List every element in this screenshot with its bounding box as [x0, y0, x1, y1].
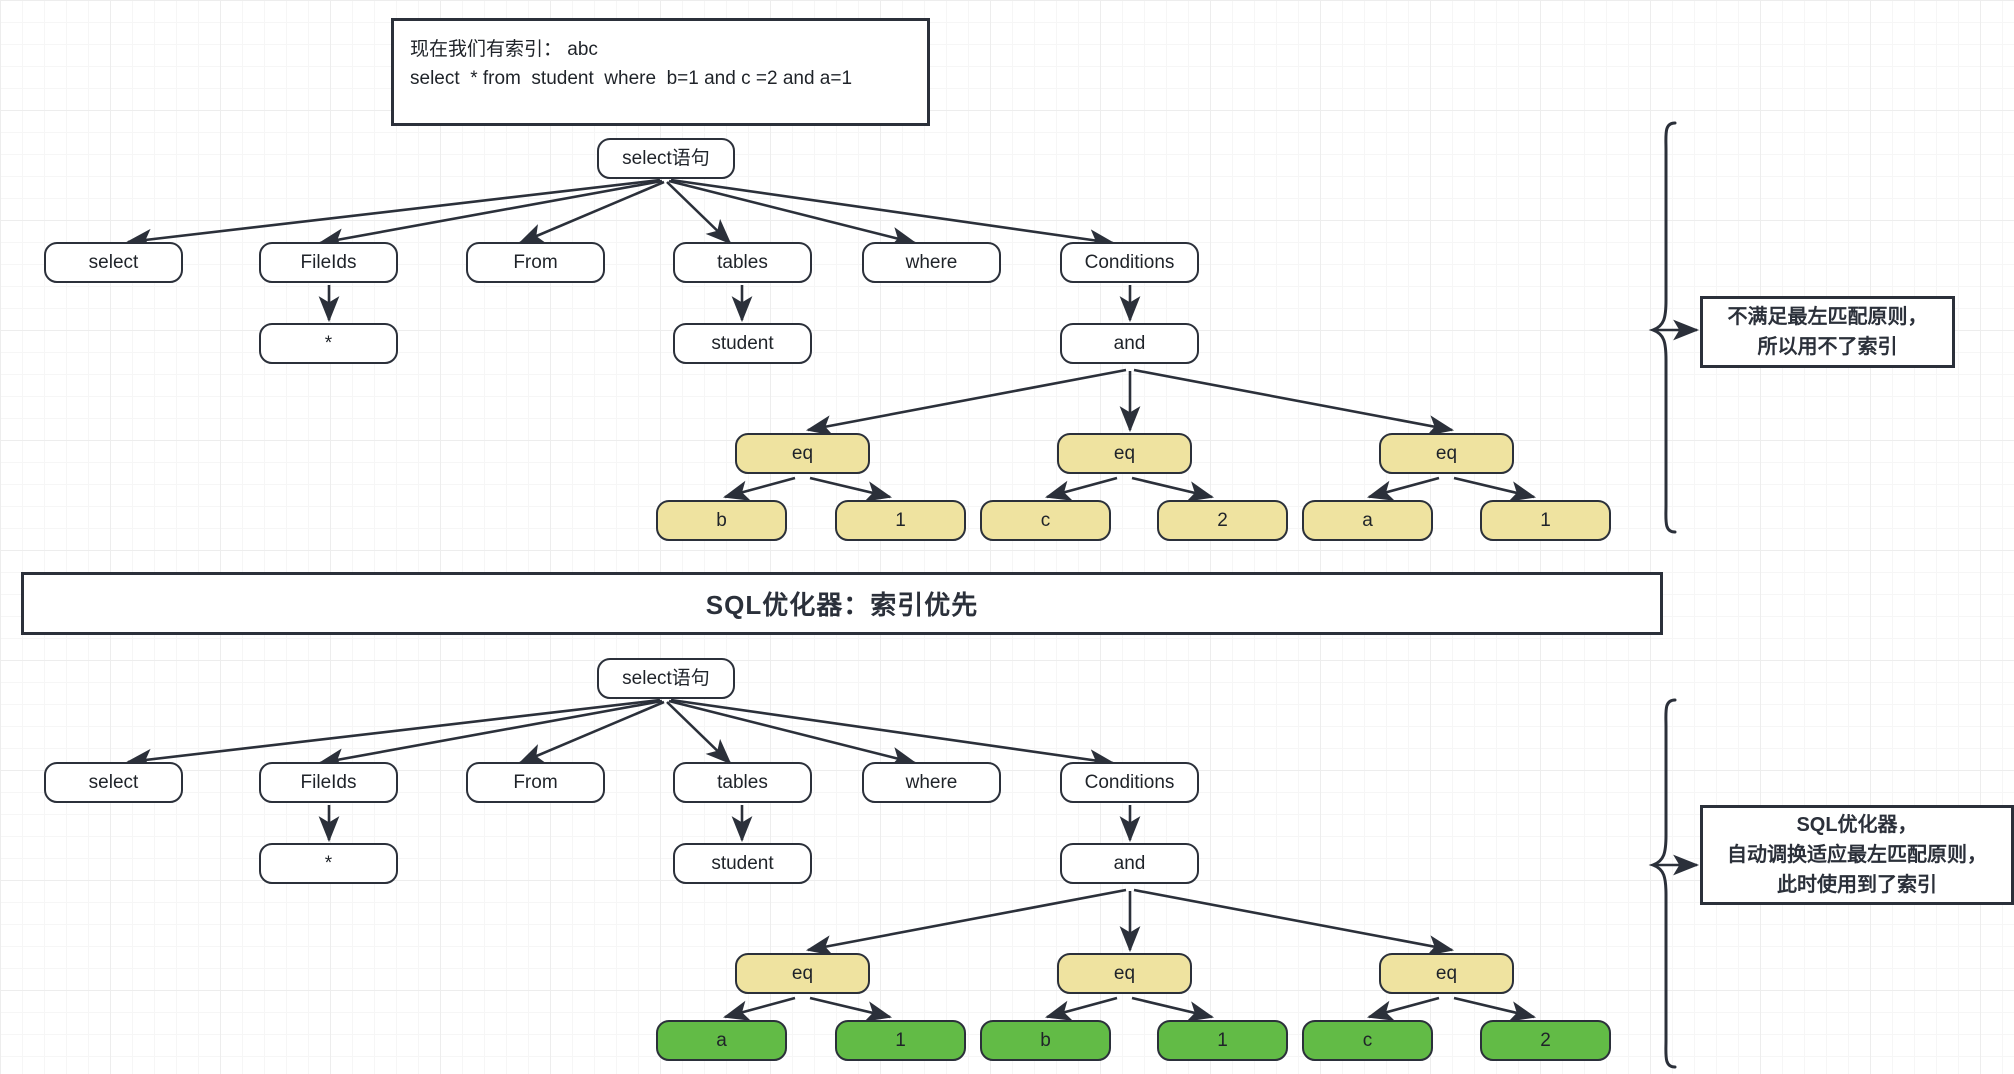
top-node-and[interactable]: and: [1060, 323, 1199, 364]
bottom-node-asterisk[interactable]: *: [259, 843, 398, 884]
top-leaf-6[interactable]: 1: [1480, 500, 1611, 541]
top-node-fileids[interactable]: FileIds: [259, 242, 398, 283]
top-node-student[interactable]: student: [673, 323, 812, 364]
bottom-node-eq-1[interactable]: eq: [735, 953, 870, 994]
bottom-leaf-5[interactable]: c: [1302, 1020, 1433, 1061]
bottom-leaf-4[interactable]: 1: [1157, 1020, 1288, 1061]
optimizer-banner: SQL优化器：索引优先: [21, 572, 1663, 635]
bottom-root-node[interactable]: select语句: [597, 658, 735, 699]
bottom-node-fileids[interactable]: FileIds: [259, 762, 398, 803]
bottom-node-tables[interactable]: tables: [673, 762, 812, 803]
callout-bottom-line-3: 此时使用到了索引: [1777, 874, 1937, 896]
top-node-asterisk[interactable]: *: [259, 323, 398, 364]
bottom-leaf-1[interactable]: a: [656, 1020, 787, 1061]
bottom-node-eq-2[interactable]: eq: [1057, 953, 1192, 994]
top-root-node[interactable]: select语句: [597, 138, 735, 179]
top-node-conditions[interactable]: Conditions: [1060, 242, 1199, 283]
top-node-tables[interactable]: tables: [673, 242, 812, 283]
callout-top-line-1: 不满足最左匹配原则，: [1727, 306, 1928, 328]
bottom-node-and[interactable]: and: [1060, 843, 1199, 884]
bottom-node-eq-3[interactable]: eq: [1379, 953, 1514, 994]
note-line-1: 现在我们有索引： abc: [410, 39, 598, 60]
top-leaf-4[interactable]: 2: [1157, 500, 1288, 541]
top-node-where[interactable]: where: [862, 242, 1001, 283]
brace-top: [1648, 121, 1677, 534]
top-node-eq-2[interactable]: eq: [1057, 433, 1192, 474]
bottom-leaf-3[interactable]: b: [980, 1020, 1111, 1061]
top-node-eq-3[interactable]: eq: [1379, 433, 1514, 474]
bottom-node-from[interactable]: From: [466, 762, 605, 803]
top-leaf-3[interactable]: c: [980, 500, 1111, 541]
top-leaf-1[interactable]: b: [656, 500, 787, 541]
top-node-select[interactable]: select: [44, 242, 183, 283]
query-note-box: 现在我们有索引： abc select * from student where…: [391, 18, 930, 126]
bottom-node-conditions[interactable]: Conditions: [1060, 762, 1199, 803]
callout-top: 不满足最左匹配原则， 所以用不了索引: [1700, 296, 1955, 368]
callout-bottom-line-1: SQL优化器，: [1796, 814, 1918, 836]
bottom-leaf-2[interactable]: 1: [835, 1020, 966, 1061]
callout-bottom: SQL优化器， 自动调换适应最左匹配原则， 此时使用到了索引: [1700, 805, 2014, 905]
bottom-leaf-6[interactable]: 2: [1480, 1020, 1611, 1061]
optimizer-banner-label: SQL优化器：索引优先: [705, 590, 979, 620]
top-leaf-5[interactable]: a: [1302, 500, 1433, 541]
note-line-2: select * from student where b=1 and c =2…: [410, 68, 853, 90]
bottom-node-where[interactable]: where: [862, 762, 1001, 803]
top-node-eq-1[interactable]: eq: [735, 433, 870, 474]
brace-bottom: [1648, 698, 1677, 1069]
bottom-node-select[interactable]: select: [44, 762, 183, 803]
bottom-node-student[interactable]: student: [673, 843, 812, 884]
top-node-from[interactable]: From: [466, 242, 605, 283]
top-leaf-2[interactable]: 1: [835, 500, 966, 541]
callout-top-line-2: 所以用不了索引: [1757, 336, 1898, 358]
callout-bottom-line-2: 自动调换适应最左匹配原则，: [1727, 844, 1987, 866]
